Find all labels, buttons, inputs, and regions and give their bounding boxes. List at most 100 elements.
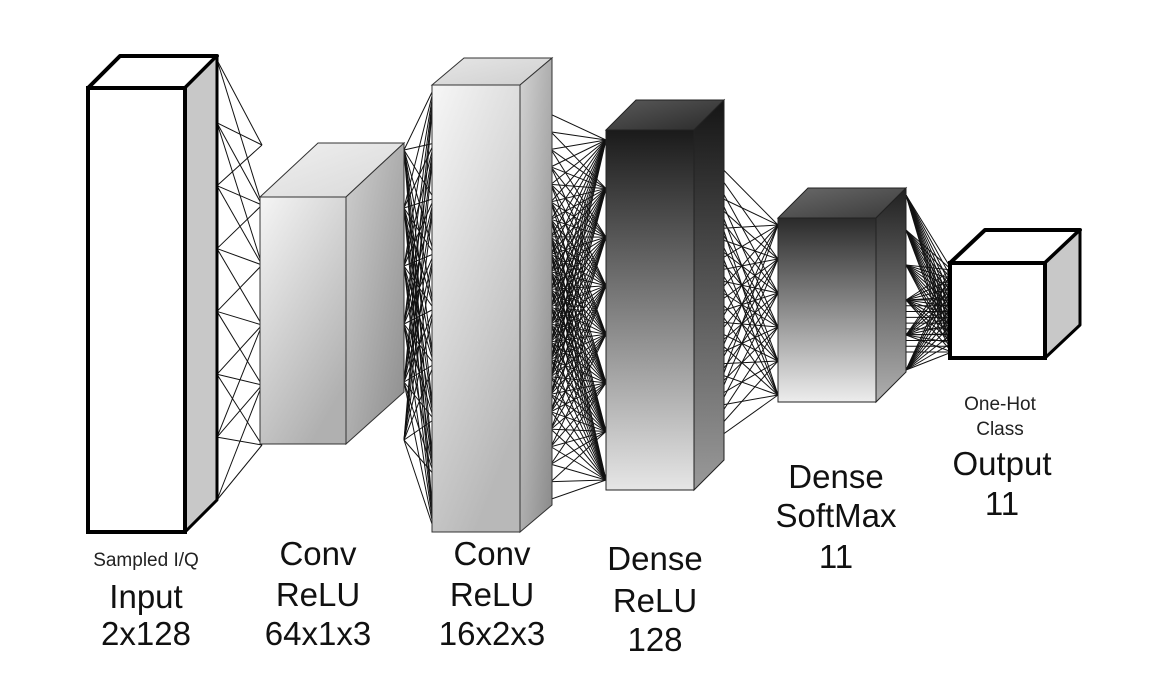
connection-line [216, 248, 263, 266]
connection-line [905, 264, 953, 289]
conv1-label-line1: Conv [279, 535, 357, 572]
connection-line [216, 185, 263, 206]
connection-line [216, 311, 263, 386]
connection-line [216, 384, 263, 438]
connection-line [403, 439, 435, 531]
connection-line [403, 87, 435, 383]
conv2-block-side [519, 56, 553, 534]
connection-line [216, 324, 263, 375]
connection-line [216, 373, 263, 386]
connection-line [905, 194, 953, 280]
connection-line [905, 315, 953, 371]
conv1-layer-block [258, 141, 406, 446]
dense1-block-side [693, 98, 725, 492]
dense2-block-front [777, 217, 877, 403]
conv2-label-line3: 16x2x3 [439, 615, 545, 652]
connection-line [905, 351, 953, 371]
connection-line [216, 144, 263, 187]
connection-line [905, 269, 953, 336]
connection-line [216, 264, 263, 312]
connection-line [905, 287, 953, 301]
dense1-block-front [605, 129, 695, 491]
connection-line [905, 278, 953, 371]
connection-line [403, 308, 435, 441]
dense2-label-line1: Dense [788, 458, 883, 495]
dense2-label-line2: SoftMax [775, 497, 897, 534]
connection-line [216, 122, 263, 266]
connection-line [216, 324, 263, 438]
connection-line [905, 229, 953, 289]
connection-line [403, 439, 435, 476]
connection-line [905, 264, 953, 271]
output-label-line1: Output [952, 445, 1051, 482]
connection-line [905, 264, 953, 316]
input-label-line2: 2x128 [101, 615, 191, 652]
output-label-line2: 11 [985, 485, 1019, 522]
connection-line [216, 436, 263, 446]
connection-line [216, 59, 263, 146]
conv2-block-front [431, 84, 521, 533]
connection-line [403, 87, 435, 441]
connection-line [905, 278, 953, 336]
connection-line [403, 143, 435, 441]
input-layer-block [86, 54, 219, 534]
connection-line [905, 264, 953, 353]
connection-line [216, 384, 263, 501]
connection-line [905, 264, 953, 298]
connection-line [905, 229, 953, 280]
connection-line [905, 278, 953, 301]
output-sublabel-line2: Class [976, 419, 1024, 440]
connection-line [905, 264, 953, 325]
connection-line [403, 87, 435, 151]
connection-line [403, 87, 435, 209]
connection-line [403, 87, 435, 267]
connection-line [216, 204, 263, 249]
connection-line [905, 299, 953, 326]
dense1-layer-block [604, 98, 726, 492]
connection-line [403, 253, 435, 441]
connection-line [905, 194, 953, 289]
connection-line [216, 122, 263, 146]
connection-line [905, 297, 953, 371]
connection-line [216, 248, 263, 326]
connection-line [403, 198, 435, 441]
connection-line [403, 364, 435, 441]
connection-line [216, 59, 263, 206]
conv1-block-front [259, 196, 347, 445]
conv1-label-line2: ReLU [276, 576, 360, 613]
connection-line [905, 229, 953, 271]
layer-labels: Sampled I/Q Input 2x128 Conv ReLU 64x1x3… [93, 394, 1051, 658]
output-block-front [948, 261, 1047, 360]
input-block-front [86, 86, 187, 534]
connection-line [216, 310, 263, 326]
dense1-label-line1: Dense [607, 540, 702, 577]
dense2-block-side [875, 186, 907, 404]
conv2-layer-block [430, 56, 554, 534]
connection-line [905, 324, 953, 371]
connection-line [905, 299, 953, 353]
output-layer-block [948, 228, 1082, 360]
input-label-line1: Input [109, 578, 182, 615]
connection-line [216, 444, 263, 501]
connection-line [216, 185, 263, 266]
connection-line [905, 194, 953, 271]
connection-line [403, 419, 435, 441]
connection-line [905, 264, 953, 280]
connection-line [905, 299, 953, 344]
connection-line [216, 122, 263, 206]
output-sublabel-line1: One-Hot [964, 394, 1037, 415]
dense2-layer-block [776, 186, 908, 404]
dense2-label-line3: 11 [819, 538, 853, 575]
conv2-label-line1: Conv [453, 535, 531, 572]
connection-line [905, 269, 953, 371]
input-block-side [183, 54, 219, 534]
conv1-label-line3: 64x1x3 [265, 615, 371, 652]
dense1-label-line3: 128 [627, 621, 682, 658]
connection-line [905, 269, 953, 301]
connection-line [403, 87, 435, 325]
connection-line [905, 264, 953, 335]
dense1-label-line2: ReLU [613, 582, 697, 619]
connection-line [905, 342, 953, 371]
connection-line [905, 264, 953, 344]
